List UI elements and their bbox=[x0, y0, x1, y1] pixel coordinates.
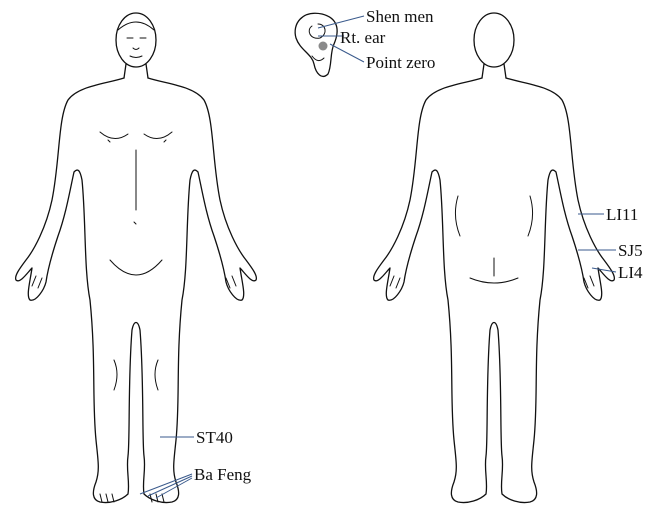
li11-label: LI11 bbox=[606, 205, 638, 224]
back-fingers bbox=[390, 276, 594, 288]
front-face bbox=[127, 38, 146, 58]
st40-label: ST40 bbox=[196, 428, 233, 447]
front-point-labels: ST40 Ba Feng bbox=[140, 428, 252, 498]
li4-label: LI4 bbox=[618, 263, 643, 282]
front-hairline bbox=[118, 22, 154, 30]
ba-feng-leaders bbox=[140, 474, 192, 498]
point-zero-label: Point zero bbox=[366, 53, 435, 72]
front-fingers bbox=[32, 276, 236, 288]
ba-feng-label: Ba Feng bbox=[194, 465, 252, 484]
shen-men-label: Shen men bbox=[366, 7, 434, 26]
back-body-figure: LI11 SJ5 LI4 bbox=[374, 13, 643, 503]
ear-lobe-fold bbox=[312, 56, 324, 61]
front-groin bbox=[110, 260, 162, 275]
back-body-outline bbox=[374, 78, 615, 503]
front-neck bbox=[124, 64, 148, 78]
sj5-label: SJ5 bbox=[618, 241, 643, 260]
back-waist-lines bbox=[455, 196, 532, 236]
li4-leader bbox=[592, 268, 616, 272]
front-midline bbox=[134, 150, 136, 224]
front-nipples bbox=[108, 140, 166, 142]
ear-figure: Shen men Rt. ear Point zero bbox=[295, 7, 435, 76]
back-buttocks bbox=[470, 258, 518, 283]
back-neck bbox=[482, 64, 506, 78]
front-chest-lines bbox=[100, 132, 172, 139]
back-head bbox=[474, 13, 514, 67]
front-knees bbox=[114, 360, 158, 390]
front-head bbox=[116, 13, 156, 67]
point-zero-dot bbox=[319, 42, 328, 51]
rt-ear-label: Rt. ear bbox=[340, 28, 386, 47]
shen-men-leader bbox=[318, 16, 364, 28]
